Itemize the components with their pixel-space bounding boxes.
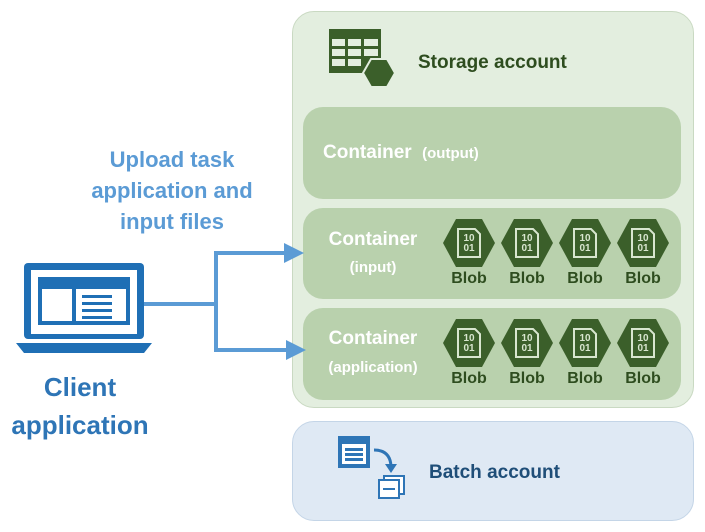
client-line-2: application: [11, 410, 149, 440]
upload-line-2: application and: [91, 178, 253, 203]
blob-label: Blob: [567, 270, 603, 287]
blob-bits-text: 10: [637, 333, 649, 344]
client-application-label: Client application: [0, 368, 160, 444]
laptop-icon: [16, 263, 152, 353]
storage-account-title: Storage account: [418, 52, 567, 73]
container-word: Container: [328, 229, 418, 250]
batch-account-title: Batch account: [429, 462, 560, 483]
upload-line-1: Upload task: [109, 147, 235, 172]
blob-bits-text: 10: [637, 233, 649, 244]
blob-bits-text: 10: [463, 333, 475, 344]
blob-bits-text: 01: [521, 343, 533, 354]
blob-bits-text: 10: [579, 333, 591, 344]
storage-table-icon: [329, 29, 397, 88]
blob-bits-text: 01: [521, 243, 533, 254]
blob-label: Blob: [625, 270, 661, 287]
container-role: (application): [328, 359, 418, 376]
container-output: [303, 107, 681, 199]
upload-line-3: input files: [120, 209, 224, 234]
container-role: (output): [422, 145, 479, 162]
container-word: Container: [328, 328, 418, 349]
batch-job-icon: [338, 436, 405, 499]
container-application: [303, 308, 681, 400]
container-output-label: Container (output): [323, 142, 479, 164]
blob-label: Blob: [451, 270, 487, 287]
blob-bits-text: 10: [579, 233, 591, 244]
upload-label: Upload task application and input files: [72, 144, 272, 237]
container-input: [303, 208, 681, 299]
blob-label: Blob: [509, 270, 545, 287]
blob-bits-text: 01: [579, 343, 591, 354]
blob-bits-text: 10: [521, 333, 533, 344]
blob-bits-text: 01: [463, 343, 475, 354]
blob-bits-text: 10: [463, 233, 475, 244]
blob-label: Blob: [625, 370, 661, 387]
arrow-icon: [140, 243, 306, 360]
blob-bits-text: 10: [521, 233, 533, 244]
container-role: (input): [349, 259, 397, 276]
blob-label: Blob: [509, 370, 545, 387]
container-word: Container: [323, 142, 412, 163]
blob-label: Blob: [451, 370, 487, 387]
blob-bits-text: 01: [637, 243, 649, 254]
blob-bits-text: 01: [579, 243, 591, 254]
blob-bits-text: 01: [463, 243, 475, 254]
blob-label: Blob: [567, 370, 603, 387]
blob-bits-text: 01: [637, 343, 649, 354]
client-line-1: Client: [43, 372, 117, 402]
